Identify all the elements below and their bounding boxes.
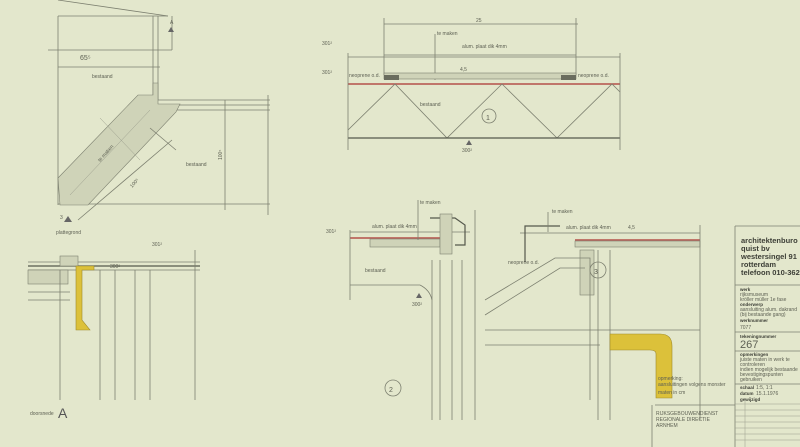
notes-heading: opmerking: <box>658 376 683 382</box>
detail-number-circle <box>589 261 607 279</box>
werknummer-label: werknummer <box>739 318 768 323</box>
notes-line-1: aansluitingen volgens monster <box>658 382 726 388</box>
plate-label: alum. plaat dik 4mm <box>372 224 417 230</box>
firm-line-3: westersingel 91 <box>740 252 797 261</box>
schaal-value: 1:5, 1:1 <box>756 385 773 391</box>
firm-line-1: architektenburo <box>741 236 798 245</box>
detail-1: 25 te maken alum. plaat dik 4mm 4,5 neop… <box>322 18 621 154</box>
firm-line-2: quist bv <box>741 244 771 253</box>
yellow-profile <box>75 265 95 331</box>
vertical-dim-label: 100⁵ <box>218 150 224 160</box>
werknummer-value: 7077 <box>740 325 751 331</box>
detail-3: te maken alum. plaat dik 4mm 4,5 neopren… <box>484 209 701 420</box>
existing-label: bestaand <box>92 74 113 80</box>
opmerkingen-line-3: indien mogelijk bestaande <box>740 367 798 373</box>
plate-label: alum. plaat dik 4mm <box>462 44 507 50</box>
neoprene-label: neoprene o.d. <box>508 260 539 266</box>
client-line-1: RIJKSGEBOUWENDIENST <box>656 411 718 417</box>
firm-line-4: rotterdam <box>741 260 776 269</box>
gewijzigd-label: gewijzigd <box>740 397 761 402</box>
plan-caption: plattegrond <box>56 230 81 236</box>
section-marker-3-icon <box>64 216 72 222</box>
level-marker-icon <box>466 140 472 145</box>
detail-number: 3 <box>594 269 598 276</box>
level-top-label: 301² <box>326 229 336 235</box>
tekeningnummer-label: tekeningnummer <box>740 334 777 339</box>
client-line-2: REGIONALE DIRECTIE <box>656 417 711 423</box>
new-work-label: te maken <box>552 209 573 215</box>
datum-label: datum <box>740 391 754 396</box>
notes-line-2: maten in cm <box>658 390 685 396</box>
level-bottom-label: 300² <box>462 148 472 154</box>
datum-value: 15.1.1976 <box>756 391 778 397</box>
neoprene-left-label: neoprene o.d. <box>349 73 380 79</box>
section-marker-arrow-icon <box>168 27 174 32</box>
section-caption-letter: A <box>58 405 68 421</box>
existing-right-label: bestaand <box>186 162 207 168</box>
opmerkingen-label: opmerkingen <box>740 352 769 357</box>
opmerkingen-line-2: controleren <box>740 362 765 368</box>
small-dim-label: 4,5 <box>460 67 467 73</box>
new-work-label: te maken <box>420 200 441 206</box>
schaal-label: schaal <box>740 385 754 390</box>
level-label: 300² <box>110 264 120 270</box>
level-marker-icon <box>416 293 422 298</box>
level-label: 300² <box>412 302 422 308</box>
werk-line-2: kröller müller 1e fase <box>740 297 787 303</box>
werk-line-1: rijksmuseum <box>740 292 768 298</box>
plate-label: alum. plaat dik 4mm <box>566 225 611 231</box>
werk-label: werk <box>739 287 751 292</box>
section-a-detail: 301² 300² doorsnede A <box>27 242 200 421</box>
diagonal-dim-label: 100⁵ <box>129 178 140 190</box>
section-caption: doorsnede <box>30 411 54 417</box>
opmerkingen-line-5: gebruiken <box>740 377 762 383</box>
firm-line-5: telefoon 010-362066 <box>741 268 800 277</box>
neoprene-right-label: neoprene o.d. <box>578 73 609 79</box>
small-dim-label: 4,5 <box>628 225 635 231</box>
level-top-label-2: 301² <box>322 70 332 76</box>
detail-number: 1 <box>486 115 490 122</box>
section-marker-number: 3 <box>60 215 63 221</box>
detail-number-circle <box>481 108 497 124</box>
onderwerp-line-2: (bij bestaande gang) <box>740 312 786 318</box>
tekeningnummer-value: 267 <box>740 339 758 351</box>
width-dim-label: 25 <box>476 18 482 24</box>
dim-top-label: 65⁵ <box>80 55 91 62</box>
detail-2: te maken alum. plaat dik 4mm bestaand 30… <box>326 200 476 420</box>
notes: opmerking: aansluitingen volgens monster… <box>655 376 735 406</box>
existing-label: bestaand <box>420 102 441 108</box>
opmerkingen-line-1: juiste maten in werk te <box>739 357 790 363</box>
existing-label: bestaand <box>365 268 386 274</box>
onderwerp-label: onderwerp <box>740 302 763 307</box>
client-line-3: ARNHEM <box>656 423 678 429</box>
detail-number-circle <box>384 379 402 397</box>
yellow-profile <box>609 333 673 399</box>
new-work-label: te maken <box>437 31 458 37</box>
opmerkingen-line-4: bevestigingspunten <box>740 372 783 378</box>
title-block: architektenburo quist bv westersingel 91… <box>734 225 800 447</box>
level-top-label: 301² <box>152 242 162 248</box>
plan-detail: 65⁵ bestaand te maken 100⁵ bestaand 100⁵… <box>48 0 270 236</box>
onderwerp-line-1: aansluiting alum. dakrand <box>740 307 797 313</box>
client-block: RIJKSGEBOUWENDIENST REGIONALE DIRECTIE A… <box>651 405 718 447</box>
level-top-label-1: 301² <box>322 41 332 47</box>
section-marker-label: A <box>170 20 174 26</box>
detail-number: 2 <box>389 387 393 394</box>
